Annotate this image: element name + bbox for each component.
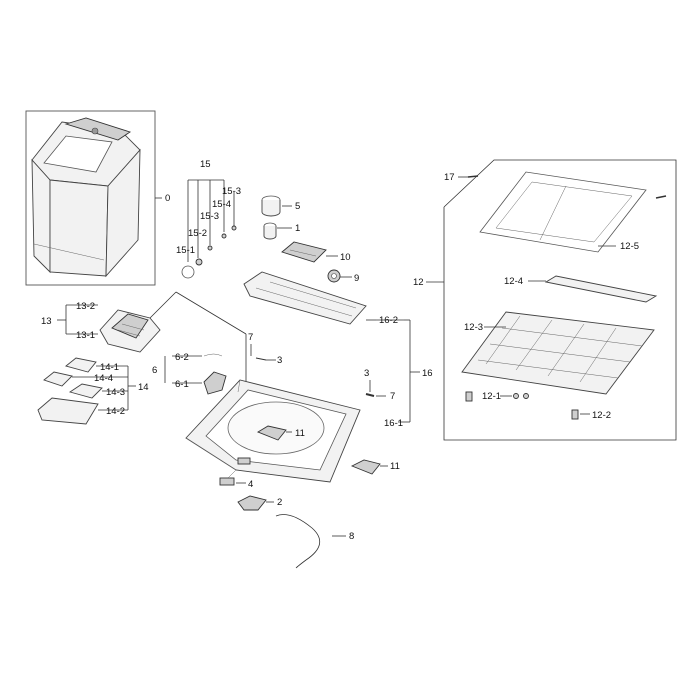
part-6-1-illustration xyxy=(203,371,227,395)
dispenser-cups-group: 14-1 14-4 14-3 14-2 14 xyxy=(37,357,149,425)
callout-12-5: 12-5 xyxy=(620,241,639,252)
callout-14-1: 14-1 xyxy=(100,362,119,373)
callout-15-1: 15-1 xyxy=(176,245,195,256)
callout-6-1: 6-1 xyxy=(175,379,189,390)
part-2-illustration xyxy=(237,495,267,511)
callout-12-4: 12-4 xyxy=(504,276,523,287)
callout-10: 10 xyxy=(340,252,351,263)
part-4-illustration xyxy=(219,477,235,486)
callout-16: 16 xyxy=(422,368,433,379)
control-panel-illustration xyxy=(243,271,367,325)
callout-2: 2 xyxy=(277,497,282,508)
part-12-1-illustration xyxy=(465,391,473,402)
callout-11-right: 11 xyxy=(390,461,400,472)
callout-13-1: 13-1 xyxy=(76,330,95,341)
washer-cabinet-illustration xyxy=(31,117,141,278)
callout-14-3: 14-3 xyxy=(106,387,125,398)
callout-12-3: 12-3 xyxy=(464,322,483,333)
part-10-illustration xyxy=(281,241,327,263)
callout-12-1: 12-1 xyxy=(482,391,501,402)
top-cover-group: 6 6-2 6-1 7 3 3 7 11 11 4 2 8 xyxy=(152,332,400,569)
part-12-4-hinge-bar xyxy=(544,275,658,303)
control-components-group: 5 1 10 9 xyxy=(261,195,359,284)
softener-seal-15-2 xyxy=(195,258,203,266)
callout-7-right: 7 xyxy=(390,391,395,402)
callout-9: 9 xyxy=(354,273,359,284)
softener-parts-group: 15 15-3 15-4 15-3 15-2 15-1 xyxy=(176,159,241,279)
control-panel-group: 16-2 16 16-1 xyxy=(149,271,433,429)
callout-16-2: 16-2 xyxy=(379,315,398,326)
callout-17: 17 xyxy=(444,172,455,183)
washer-overview-group: 0 xyxy=(25,110,170,286)
callout-3-right: 3 xyxy=(364,368,369,379)
part-12-5-lid-glass xyxy=(479,171,647,253)
cup-14-2 xyxy=(37,397,99,425)
softener-cap-15-1 xyxy=(181,265,195,279)
part-5-illustration xyxy=(261,200,281,217)
callout-8: 8 xyxy=(349,531,354,542)
part-8-wire-harness xyxy=(275,514,320,569)
part-6-2-illustration xyxy=(203,353,223,357)
lid-assembly-group: 12 17 12-5 12-4 12-3 12-1 xyxy=(413,159,677,441)
callout-12-2: 12-2 xyxy=(592,410,611,421)
callout-15-3-mid: 15-3 xyxy=(200,211,219,222)
callout-3-left: 3 xyxy=(277,355,282,366)
callout-4: 4 xyxy=(248,479,253,490)
callout-6: 6 xyxy=(152,365,157,376)
callout-14-2: 14-2 xyxy=(106,406,125,417)
callout-5: 5 xyxy=(295,201,300,212)
callout-1: 1 xyxy=(295,223,300,234)
callout-16-1: 16-1 xyxy=(384,418,403,429)
callout-14: 14 xyxy=(138,382,149,393)
cup-14-1 xyxy=(65,357,97,373)
callout-15-2: 15-2 xyxy=(188,228,207,239)
callout-15-3-top: 15-3 xyxy=(222,186,241,197)
callout-14-4: 14-4 xyxy=(94,373,113,384)
cup-14-3 xyxy=(68,383,103,399)
callout-11-inside: 11 xyxy=(295,428,305,439)
callout-15-4: 15-4 xyxy=(212,199,231,210)
part-12-3-lid-frame xyxy=(461,311,655,395)
part-1-illustration xyxy=(263,226,277,240)
dispenser-drawer-group: 13 13-2 13-1 xyxy=(41,301,161,353)
part-11-inside-illustration xyxy=(256,425,287,441)
part-12-2-illustration xyxy=(571,409,579,420)
part-11-right-illustration xyxy=(350,459,381,475)
callout-15: 15 xyxy=(200,159,211,170)
cup-14-4 xyxy=(43,371,73,387)
lid-assembly-frame xyxy=(443,159,677,441)
callout-0: 0 xyxy=(165,193,170,204)
callout-6-2: 6-2 xyxy=(175,352,189,363)
callout-7-left: 7 xyxy=(248,332,253,343)
callout-13-2: 13-2 xyxy=(76,301,95,312)
callout-13: 13 xyxy=(41,316,52,327)
callout-12: 12 xyxy=(413,277,424,288)
